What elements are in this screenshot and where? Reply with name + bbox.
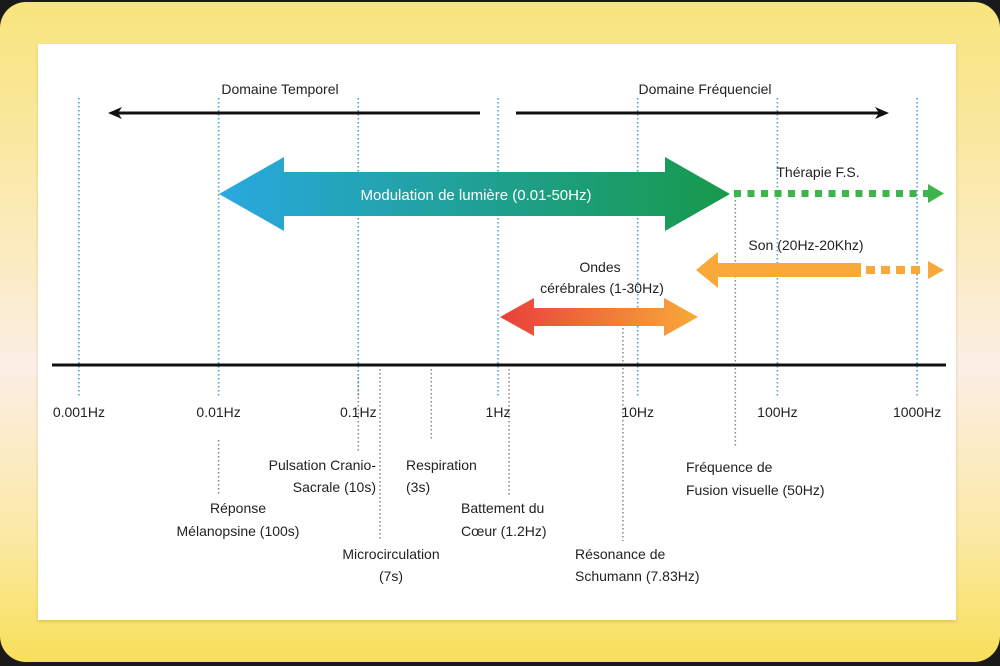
tick-label: 1Hz [486,404,511,420]
marker-label: Résonance de [575,546,666,562]
tick-label: 0.01Hz [196,404,240,420]
marker-label: Cœur (1.2Hz) [461,523,547,539]
therapy-dash [788,190,795,197]
therapy-label: Thérapie F.S. [776,164,859,180]
domain-temporel-label: Domaine Temporel [221,81,338,97]
therapy-dash [761,190,768,197]
light-modulation-arrow [219,157,730,231]
therapy-dash [801,190,809,197]
tick-label: 100Hz [757,404,797,420]
therapy-dash [896,190,903,197]
marker-label: Schumann (7.83Hz) [575,568,700,584]
sound-dash [896,266,905,274]
therapy-arrowhead-icon [928,184,944,203]
therapy-dash [774,190,782,197]
therapy-dash [869,190,876,197]
marker-label: Fréquence de [686,459,773,475]
therapy-dash [842,190,849,197]
sound-arrowhead-icon [928,261,944,279]
therapy-dash [909,190,917,197]
brain-waves-arrow [500,298,698,336]
therapy-dash [747,190,755,197]
arrowhead-left-icon [108,107,122,119]
marker-label: Respiration [406,457,477,473]
sound-dash [881,266,890,274]
therapy-dash [882,190,890,197]
diagram-panel [38,44,956,620]
therapy-dash [815,190,822,197]
domain-frequenciel-label: Domaine Fréquenciel [638,81,771,97]
tick-label: 0.001Hz [53,404,105,420]
marker-label: (3s) [406,479,430,495]
brain-waves-label-line1: Ondes [579,259,620,275]
sound-label: Son (20Hz-20Khz) [748,237,863,253]
therapy-dash [923,190,930,197]
arrowhead-right-icon [875,107,889,119]
tick-label: 1000Hz [893,404,941,420]
therapy-dash [855,190,863,197]
marker-label: Mélanopsine (100s) [177,523,300,539]
therapy-dash [828,190,836,197]
tick-label: 10Hz [621,404,654,420]
sound-dash [866,266,875,274]
sound-dash [911,266,920,274]
marker-label: (7s) [379,568,403,584]
brain-waves-label-line2: cérébrales (1-30Hz) [540,280,664,296]
marker-label: Battement du [461,500,544,516]
marker-label: Sacrale (10s) [293,479,376,495]
marker-label: Pulsation Cranio- [269,457,377,473]
marker-label: Réponse [210,500,266,516]
marker-label: Fusion visuelle (50Hz) [686,482,825,498]
marker-label: Microcirculation [342,546,439,562]
sound-arrow [696,252,861,288]
light-modulation-label: Modulation de lumière (0.01-50Hz) [361,187,592,204]
therapy-dash [734,190,741,197]
tick-label: 0.1Hz [340,404,377,420]
